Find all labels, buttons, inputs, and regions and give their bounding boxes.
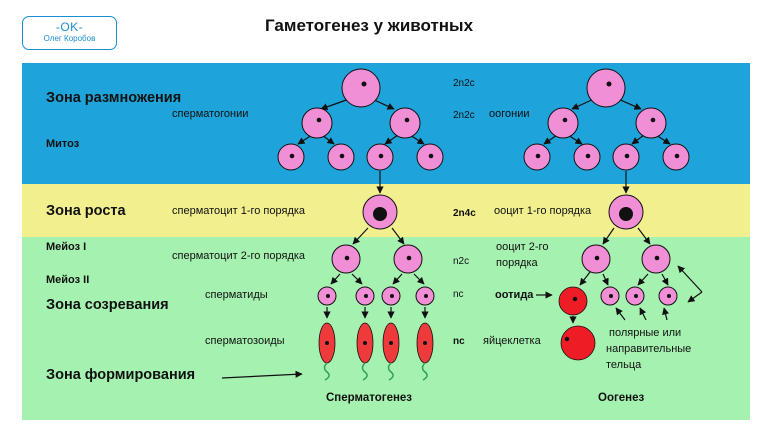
oocyte1-nucleus: [619, 207, 633, 221]
oocyte2-label-line1: ооцит 2-го: [496, 241, 548, 253]
ploidy-label-2: 2n2c: [453, 110, 475, 121]
meiosis2-label: Мейоз II: [46, 274, 89, 286]
polar-bodies-label-line1: полярные или: [609, 327, 681, 339]
spermatozoon: [416, 322, 434, 381]
oogenesis-caption: Оогенез: [598, 392, 644, 404]
page-title: Гаметогенез у животных: [265, 16, 474, 35]
ploidy-label-5: nc: [453, 289, 464, 300]
spermatozoa-label: сперматозоиды: [205, 335, 285, 347]
spermatocyte1-label: сперматоцит 1-го порядка: [172, 205, 306, 217]
zone-maturation-label: Зона созревания: [46, 297, 169, 313]
spermatogonium-cell: [389, 107, 421, 139]
logo: -OK- Олег Коробов: [22, 16, 117, 50]
oogonium-cell: [586, 68, 626, 108]
spermatogonia-label: сперматогонии: [172, 108, 248, 120]
logo-author: Олег Коробов: [43, 34, 96, 43]
ploidy-label-3: 2n4c: [453, 208, 476, 219]
oogonium-cell: [635, 107, 667, 139]
oogonium-cell: [547, 107, 579, 139]
mitosis-label: Митоз: [46, 138, 80, 150]
spermatogonium-cell: [341, 68, 381, 108]
spermatids-label: сперматиды: [205, 289, 268, 301]
ootid-label: оотида: [495, 289, 534, 301]
oogenesis-connectors: [221, 97, 703, 379]
zone-reproduction-label: Зона размножения: [46, 90, 181, 106]
ootid-cell: [558, 286, 588, 316]
spermatozoon: [382, 322, 400, 381]
meiosis1-label: Мейоз I: [46, 241, 86, 253]
spermatozoa-group: [318, 322, 434, 381]
egg-cell: [560, 325, 596, 361]
egg-label: яйцеклетка: [483, 335, 542, 347]
logo-mark: -OK-: [55, 20, 84, 34]
polar-bodies-label-line3: тельца: [606, 359, 642, 371]
spermatozoon: [356, 322, 374, 381]
zone-growth-label: Зона роста: [46, 203, 126, 219]
ploidy-label-6: nc: [453, 336, 465, 347]
oogonia-label: оогонии: [489, 108, 530, 120]
spermatocyte2-label: сперматоцит 2-го порядка: [172, 250, 306, 262]
zone-formation-label: Зона формирования: [46, 367, 195, 383]
oocyte1-label: ооцит 1-го порядка: [494, 205, 592, 217]
spermatozoon: [318, 322, 336, 381]
spermatogenesis-connectors: [297, 97, 429, 319]
ploidy-label-1: 2n2c: [453, 78, 475, 89]
spermatocyte1-nucleus: [373, 207, 387, 221]
ploidy-label-4: n2c: [453, 256, 469, 267]
oocyte2-label-line2: порядка: [496, 257, 538, 269]
spermatogonium-cell: [301, 107, 333, 139]
spermatogenesis-caption: Сперматогенез: [326, 392, 412, 404]
polar-bodies-label-line2: направительные: [606, 343, 691, 355]
